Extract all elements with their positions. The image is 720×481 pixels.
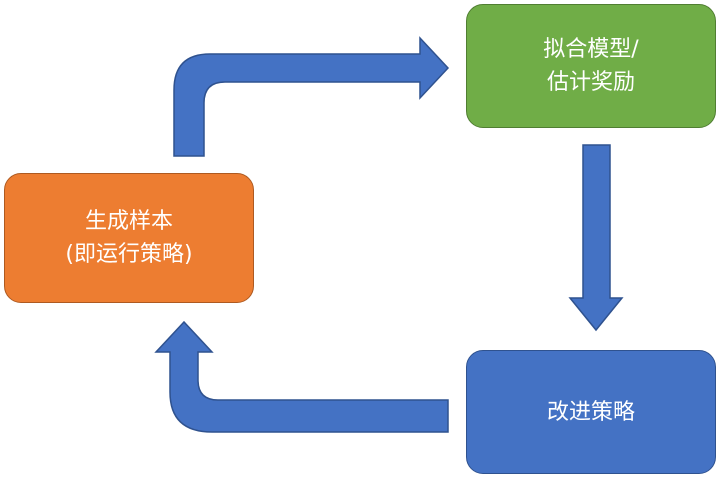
- node-fit-model-line2: 估计奖励: [546, 70, 635, 95]
- node-fit-model-line1: 拟合模型/: [543, 37, 639, 62]
- node-generate-samples-line1: 生成样本: [84, 209, 173, 234]
- arrow-improve-to-generate: [154, 320, 449, 433]
- arrow-fit-to-improve: [568, 144, 624, 332]
- node-improve-policy: 改进策略: [466, 350, 716, 474]
- node-generate-samples: 生成样本 (即运行策略): [4, 173, 254, 303]
- node-improve-policy-label: 改进策略: [546, 399, 635, 425]
- node-fit-model: 拟合模型/ 估计奖励: [466, 4, 716, 128]
- node-generate-samples-line2: (即运行策略): [65, 242, 193, 267]
- arrow-generate-to-fit: [173, 36, 450, 157]
